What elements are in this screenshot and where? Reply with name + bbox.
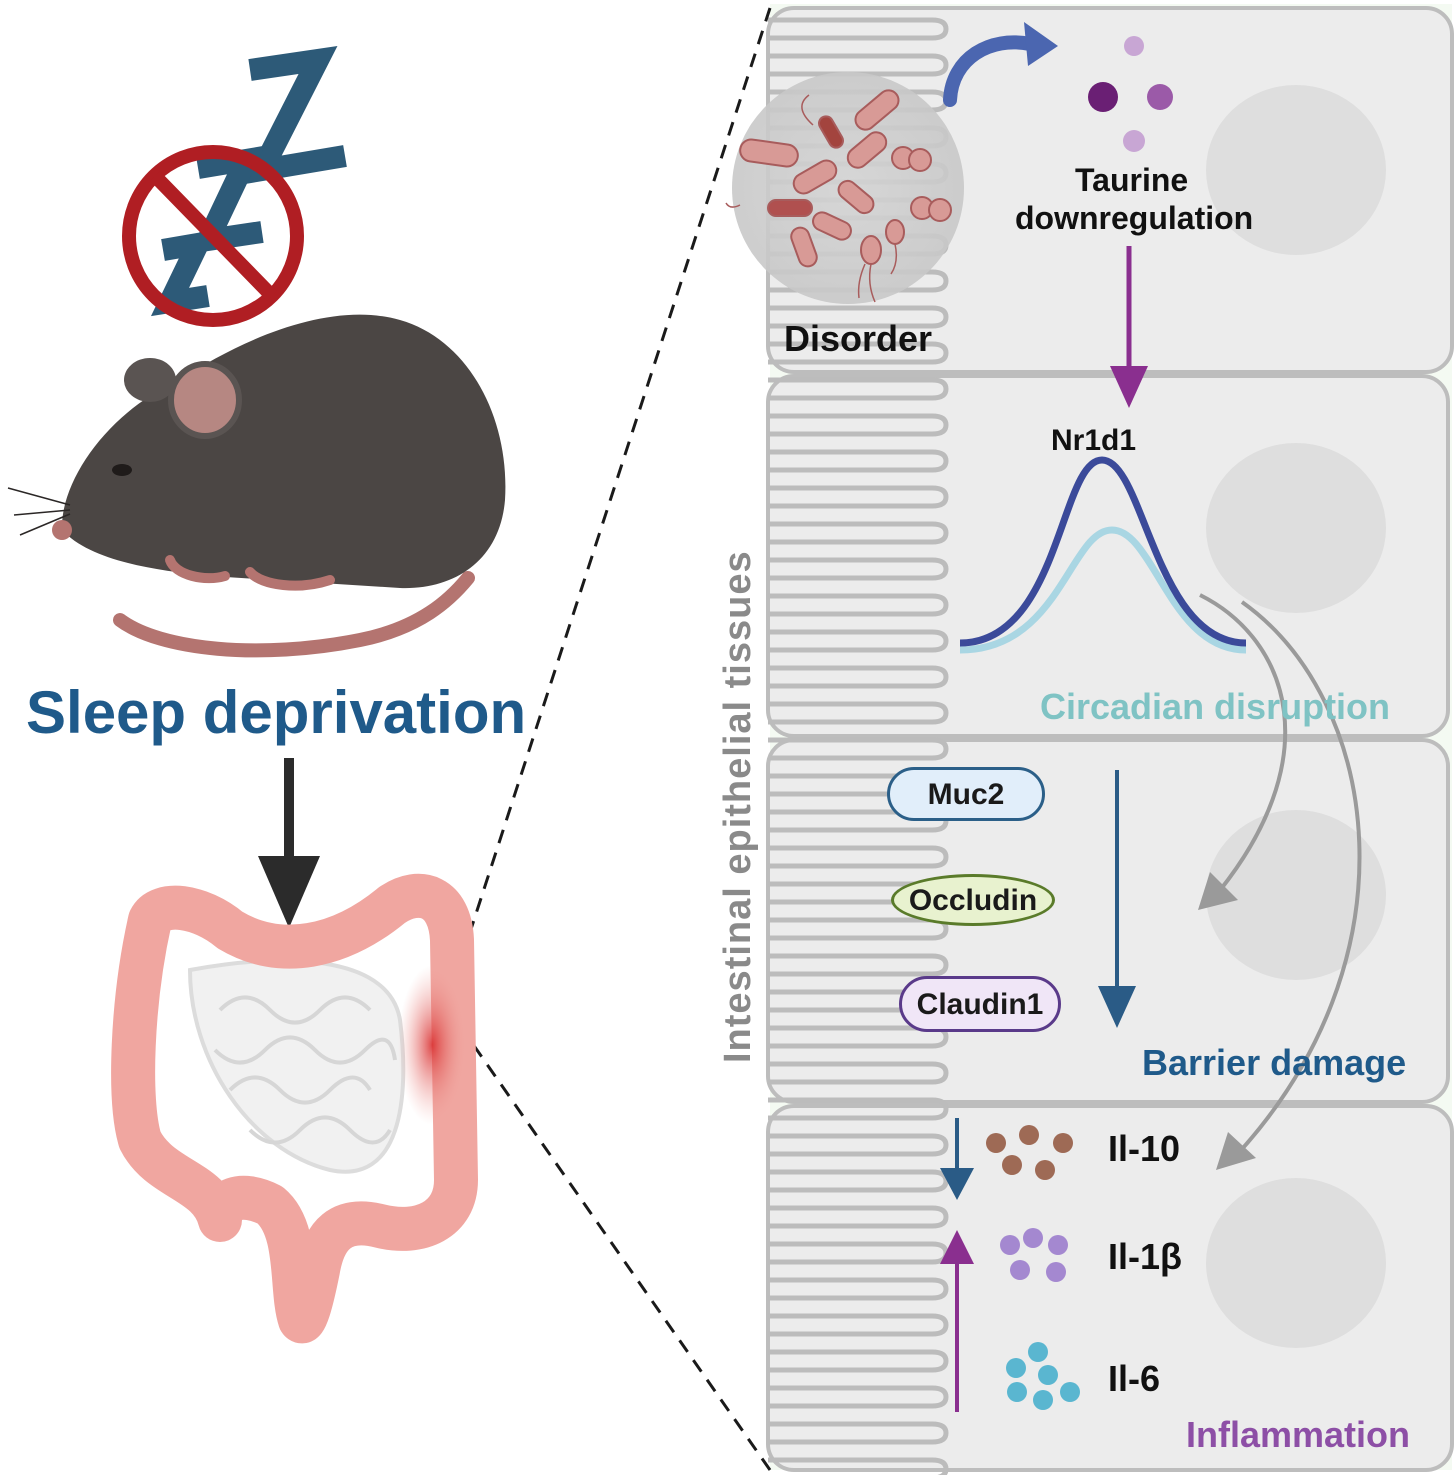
- il1b-particle: [1048, 1235, 1068, 1255]
- il1b-particle: [1000, 1235, 1020, 1255]
- nr1d1-label: Nr1d1: [1051, 424, 1136, 458]
- side-label: Intestinal epithelial tissues: [717, 550, 760, 1063]
- il10-particle: [1019, 1125, 1039, 1145]
- il10-particle: [1035, 1160, 1055, 1180]
- il1b-particle: [1046, 1262, 1066, 1282]
- z-letter-small: [163, 244, 208, 302]
- inflammation-label: Inflammation: [1186, 1414, 1410, 1456]
- intestine-illustration: [133, 896, 466, 1322]
- il10-particle: [986, 1133, 1006, 1153]
- marker-claudin1: Claudin1: [899, 976, 1061, 1032]
- mouse-illustration: [8, 315, 505, 651]
- mouse-body: [62, 315, 505, 588]
- bacterium-coccus: [929, 199, 951, 221]
- microbiota-cluster: [726, 72, 964, 304]
- disorder-label: Disorder: [784, 318, 932, 360]
- il6-particle: [1006, 1358, 1026, 1378]
- zzz-symbol: [163, 60, 345, 302]
- nucleus-4: [1206, 1178, 1386, 1348]
- taurine-dot: [1124, 36, 1144, 56]
- il6-particle: [1060, 1382, 1080, 1402]
- taurine-label-line1: Taurine: [1075, 162, 1188, 199]
- z-letter-large: [250, 60, 345, 170]
- bacterium-coccus: [909, 149, 931, 171]
- main-down-arrowhead: [258, 856, 320, 928]
- cytokine-il1b: Il-1β: [1108, 1236, 1182, 1278]
- barrier-damage-label: Barrier damage: [1142, 1042, 1406, 1084]
- small-intestine: [190, 961, 403, 1172]
- bacterium-flagellate: [861, 236, 881, 264]
- mouse-eye: [112, 464, 132, 476]
- taurine-label-line2: downregulation: [1015, 200, 1253, 237]
- bacterium-flagellate: [886, 220, 904, 244]
- il6-particle: [1038, 1365, 1058, 1385]
- no-sign-icon: [129, 152, 297, 320]
- il10-particle: [1053, 1133, 1073, 1153]
- cytokine-il10: Il-10: [1108, 1128, 1180, 1170]
- taurine-dot: [1147, 84, 1173, 110]
- cytokine-il6: Il-6: [1108, 1358, 1160, 1400]
- marker-occludin: Occludin: [891, 874, 1055, 926]
- sleep-deprivation-title: Sleep deprivation: [26, 678, 526, 747]
- mouse-ear: [171, 364, 239, 436]
- nucleus-2: [1206, 443, 1386, 613]
- marker-muc2: Muc2: [887, 767, 1045, 821]
- bacterium-dark-rod: [768, 200, 812, 216]
- il6-particle: [1033, 1390, 1053, 1410]
- il10-particle: [1002, 1155, 1022, 1175]
- mouse-ear-back: [124, 358, 176, 402]
- il6-particle: [1028, 1342, 1048, 1362]
- il1b-particle: [1023, 1228, 1043, 1248]
- taurine-dot: [1123, 130, 1145, 152]
- inflammation-hotspot: [398, 965, 466, 1125]
- circadian-disruption-label: Circadian disruption: [1040, 686, 1390, 728]
- il6-particle: [1007, 1382, 1027, 1402]
- zoom-line-bottom: [470, 1040, 770, 1470]
- mouse-nose: [52, 520, 72, 540]
- il1b-particle: [1010, 1260, 1030, 1280]
- taurine-dot: [1088, 82, 1118, 112]
